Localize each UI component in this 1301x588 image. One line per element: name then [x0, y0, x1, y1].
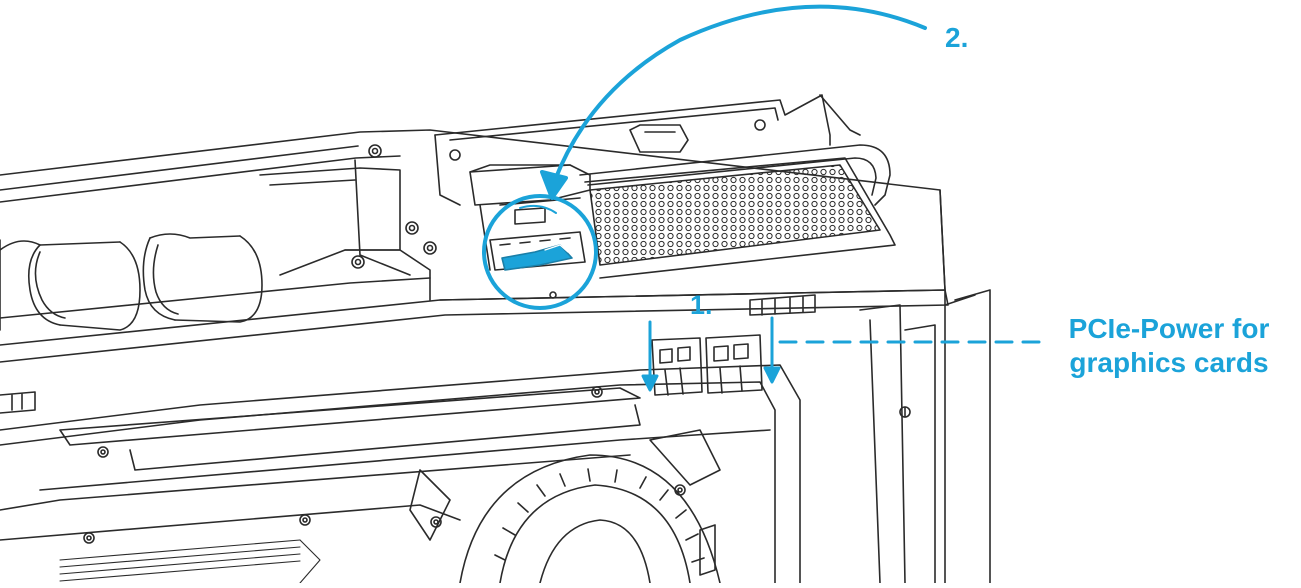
detail-circle	[482, 194, 598, 310]
graphics-card	[0, 364, 801, 584]
step-1-label: 1.	[690, 290, 713, 320]
case-right-frame	[859, 189, 991, 584]
callout-line-1: PCIe-Power for	[1068, 313, 1270, 344]
step1-arrows	[641, 316, 781, 392]
psu-handle	[579, 144, 891, 206]
callout-line-2: graphics cards	[1069, 347, 1269, 378]
callout-text: PCIe-Power for graphics cards	[1040, 312, 1298, 380]
gpu-fan	[409, 429, 721, 584]
rollers	[0, 233, 263, 331]
step2-arrow	[519, 4, 927, 214]
case-top-panel	[0, 129, 949, 363]
left-recess	[259, 167, 401, 276]
heatsink-fins	[59, 539, 321, 584]
pcie-power-connectors	[651, 294, 816, 396]
blue-latch-highlight	[501, 244, 573, 271]
screws	[351, 144, 557, 299]
step-2-label: 2.	[945, 22, 969, 53]
psu-bracket	[434, 94, 861, 206]
psu-grille	[584, 157, 896, 279]
